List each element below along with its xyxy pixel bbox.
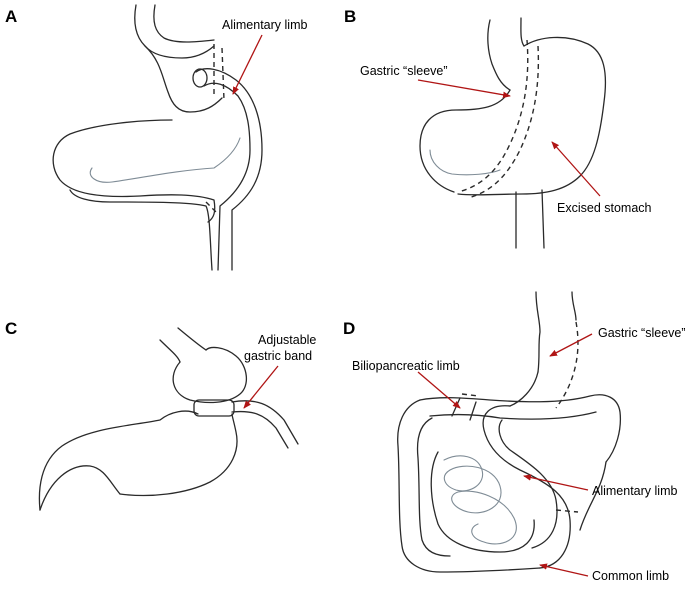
roux-limb-inner	[203, 82, 251, 271]
panel-a-drawing: Alimentary limb	[52, 4, 307, 271]
upper-pouch	[172, 346, 247, 404]
panel-c-drawing: Adjustable gastric band	[38, 327, 316, 511]
esophagus-right-c	[177, 327, 207, 351]
panel-letter-c: C	[5, 319, 17, 338]
label-excised-stomach: Excised stomach	[557, 201, 652, 215]
biliopancreatic-limb-cut	[461, 393, 479, 397]
band-tube-inner	[231, 410, 289, 449]
gastric-sleeve-arrow-b	[417, 79, 511, 98]
d-alimentary-limb-outer	[482, 405, 571, 569]
staple-line-pouch-2	[221, 47, 225, 101]
panel-letter-b: B	[344, 7, 356, 26]
label-alimentary-limb-a: Alimentary limb	[222, 18, 307, 32]
sleeve-staple-line-2	[467, 45, 540, 199]
esophagus-left	[487, 19, 511, 91]
remnant-stomach-inner	[89, 137, 241, 183]
d-sleeve-left	[509, 371, 539, 407]
transverse-colon	[419, 394, 622, 463]
lower-stomach-left-wall	[39, 465, 121, 511]
lower-stomach	[38, 410, 199, 511]
remnant-stomach-lower	[69, 189, 213, 271]
label-biliopancreatic-limb: Biliopancreatic limb	[352, 359, 460, 373]
sleeve-lesser-curve	[419, 89, 511, 193]
label-alimentary-limb-d: Alimentary limb	[592, 484, 677, 498]
gastric-band-arrow	[243, 365, 279, 409]
label-adjustable: Adjustable	[258, 333, 316, 347]
small-bowel-outer	[430, 451, 535, 553]
gastric-band	[193, 399, 235, 417]
sleeve-staple-line-1	[457, 39, 529, 193]
band-tube-outer	[231, 400, 299, 445]
label-gastric-sleeve-b: Gastric “sleeve”	[360, 64, 448, 78]
excised-stomach-arrow	[551, 141, 601, 197]
panel-d: D	[343, 291, 685, 583]
esophagus-outline-left	[134, 4, 215, 59]
remnant-stomach-outline	[52, 119, 216, 223]
label-common-limb: Common limb	[592, 569, 669, 583]
esophagus-left-c	[159, 339, 181, 363]
ascending-colon	[397, 399, 541, 573]
panel-a: A Alimentary limb	[5, 4, 307, 271]
label-gastric-sleeve-d: Gastric “sleeve”	[598, 326, 685, 340]
alimentary-limb-arrow	[232, 34, 263, 95]
label-gastric-band: gastric band	[244, 349, 312, 363]
lower-stomach-bottom	[119, 413, 238, 497]
panel-c: C Adjustable gastric band	[5, 319, 316, 511]
panel-d-drawing: Gastric “sleeve” Biliopancreatic limb Al…	[352, 291, 685, 583]
pouch-outline	[144, 45, 223, 113]
panel-letter-d: D	[343, 319, 355, 338]
roux-limb-end	[192, 68, 208, 88]
panel-letter-a: A	[5, 7, 17, 26]
d-esophagus-right	[571, 291, 577, 321]
d-alimentary-limb-inner	[498, 419, 558, 549]
common-limb-junction	[555, 509, 579, 513]
duodenum-right	[541, 189, 545, 249]
panel-b-drawing: Gastric “sleeve” Excised stomach	[360, 17, 652, 249]
biliopancreatic-limb-arrow	[417, 371, 461, 409]
d-esophagus-left	[535, 291, 541, 373]
small-bowel-loops	[443, 455, 517, 545]
d-alimentary-limb-arrow	[523, 474, 589, 491]
d-gastric-sleeve-arrow	[549, 333, 593, 357]
roux-limb-outer	[195, 68, 263, 271]
sleeve-inner	[429, 149, 501, 176]
descending-colon	[579, 461, 607, 531]
d-sleeve-staple-line	[555, 321, 579, 409]
common-limb-arrow	[539, 563, 589, 577]
excised-stomach-outline	[457, 36, 607, 196]
esophagus-outline-right	[153, 4, 215, 43]
esophagus-right	[520, 17, 525, 47]
ascending-colon-inner	[416, 417, 451, 557]
panel-b: B Gastric “sleeve” Excised stomach	[344, 7, 652, 249]
transverse-colon-lower	[429, 411, 597, 420]
staple-line-jejunum	[205, 201, 219, 215]
biliopancreatic-limb-right	[469, 401, 477, 421]
